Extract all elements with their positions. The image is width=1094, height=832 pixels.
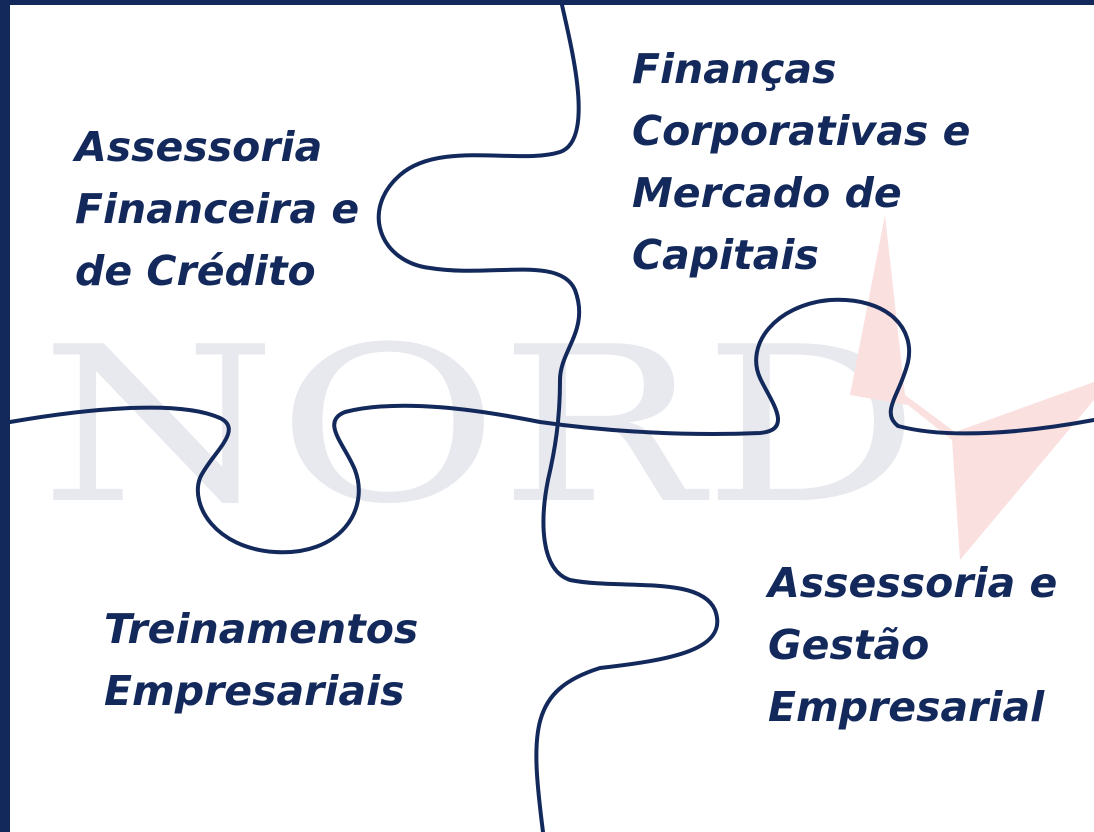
frame-top-edge bbox=[0, 0, 1094, 5]
label-line: Corporativas e bbox=[632, 107, 971, 155]
label-line: Gestão bbox=[768, 621, 930, 669]
label-line: Treinamentos bbox=[104, 605, 419, 653]
label-line: de Crédito bbox=[75, 247, 316, 295]
label-line: Empresariais bbox=[104, 667, 405, 715]
piece-label-financas-corporativas: Finanças Corporativas e Mercado de Capit… bbox=[632, 38, 970, 286]
label-line: Finanças bbox=[632, 45, 837, 93]
piece-label-treinamentos: Treinamentos Empresariais bbox=[104, 598, 418, 722]
label-line: Capitais bbox=[632, 231, 819, 279]
label-line: Assessoria e bbox=[768, 559, 1058, 607]
watermark-text: NORD bbox=[40, 300, 920, 551]
piece-label-assessoria-financeira: Assessoria Financeira e de Crédito bbox=[75, 116, 359, 302]
label-line: Assessoria bbox=[75, 123, 323, 171]
frame-left-edge bbox=[0, 0, 10, 832]
label-line: Mercado de bbox=[632, 169, 902, 217]
label-line: Empresarial bbox=[768, 683, 1045, 731]
puzzle-horizontal-seam bbox=[8, 297, 1094, 555]
puzzle-vertical-seam bbox=[376, 3, 720, 832]
label-line: Financeira e bbox=[75, 185, 360, 233]
piece-label-assessoria-gestao: Assessoria e Gestão Empresarial bbox=[768, 552, 1057, 738]
